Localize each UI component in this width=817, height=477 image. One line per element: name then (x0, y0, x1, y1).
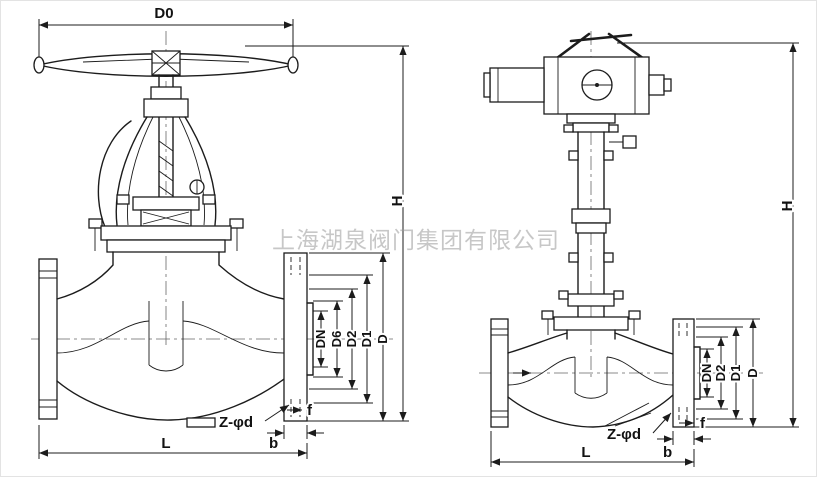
yoke-arm-right (184, 116, 217, 226)
right-dim-b-label: b (663, 444, 672, 461)
left-flange-dimensions: DN D6 D2 D1 D (309, 252, 392, 422)
right-bolt-annotations: Z-φd f b (605, 412, 711, 463)
right-body (490, 318, 674, 428)
left-dim-l-label: L (161, 435, 170, 452)
handwheel-left-cap (33, 56, 45, 74)
right-dim-dn-label: DN (699, 364, 714, 383)
gland-flange (567, 293, 615, 307)
limit-switch-knob (622, 135, 637, 149)
left-dim-b-label: b (269, 435, 278, 452)
yoke-head (143, 98, 189, 118)
left-dim-dn-label: DN (313, 330, 328, 349)
raised-face (693, 346, 701, 400)
right-dim-h-label: H (779, 201, 796, 212)
bonnet-bolt-left (88, 218, 103, 229)
bonnet-flange (553, 316, 629, 331)
inlet-flange (38, 258, 58, 420)
raised-face (306, 302, 314, 376)
right-h-dimension: H (617, 42, 799, 428)
left-dim-d0-label: D0 (154, 5, 173, 22)
bonnet-bolt-right (229, 218, 244, 229)
left-handwheel (33, 50, 299, 77)
yoke-bracket (97, 120, 132, 228)
right-l-dimension: L (490, 431, 695, 467)
left-bonnet (88, 194, 244, 253)
gland-flange (132, 196, 200, 211)
body-rib (604, 402, 652, 427)
right-actuator (483, 32, 672, 115)
outlet-flange-plate (672, 318, 695, 428)
left-dim-d6-label: D6 (329, 331, 344, 348)
bonnet-flange (100, 225, 232, 241)
right-outlet-flange (672, 318, 701, 428)
left-outlet-flange (283, 252, 314, 422)
left-dim-d-label: D (375, 334, 390, 343)
left-dim-d1-label: D1 (359, 331, 374, 348)
outlet-flange-plate (283, 252, 308, 422)
yoke-arm-left (115, 116, 148, 226)
company-watermark: 上海湖泉阀门集团有限公司 (272, 228, 560, 254)
right-flange-dimensions: DN D2 D1 D (696, 318, 762, 428)
left-l-dimension: L (38, 425, 308, 459)
inlet-flange (490, 318, 509, 428)
right-dim-d2-label: D2 (713, 365, 728, 382)
right-dim-f-label: f (700, 415, 706, 432)
actuator-knob (648, 74, 665, 96)
actuator-motor (489, 67, 545, 103)
right-stem-column (541, 113, 641, 340)
right-dim-l-label: L (581, 444, 590, 461)
left-centerlines (31, 31, 393, 349)
left-stem-and-yoke (97, 74, 217, 228)
stem-coupling (571, 208, 611, 224)
left-bolt-annotations: Z-φd f b (217, 400, 324, 454)
right-dim-zd-label: Z-φd (607, 426, 641, 443)
handwheel-right-cap (287, 56, 299, 74)
left-valve-manual: D0 (31, 3, 409, 459)
left-body (38, 251, 285, 428)
right-dim-d1-label: D1 (728, 365, 743, 382)
body-boss (186, 417, 216, 428)
right-dim-d-label: D (745, 368, 760, 377)
left-h-dimension: H (245, 45, 409, 422)
left-dim-f-label: f (307, 402, 313, 419)
right-valve-electric: DN D2 D1 D H Z-φd f b (479, 31, 799, 467)
bolt-hole-hidden-lines (678, 323, 688, 423)
left-dim-h-label: H (389, 196, 406, 207)
bolt-hole-hidden-lines (290, 257, 301, 417)
left-dim-d2-label: D2 (344, 331, 359, 348)
left-d0-dimension: D0 (38, 3, 294, 57)
left-dim-zd-label: Z-φd (219, 414, 253, 431)
yoke-bushing (150, 86, 182, 100)
